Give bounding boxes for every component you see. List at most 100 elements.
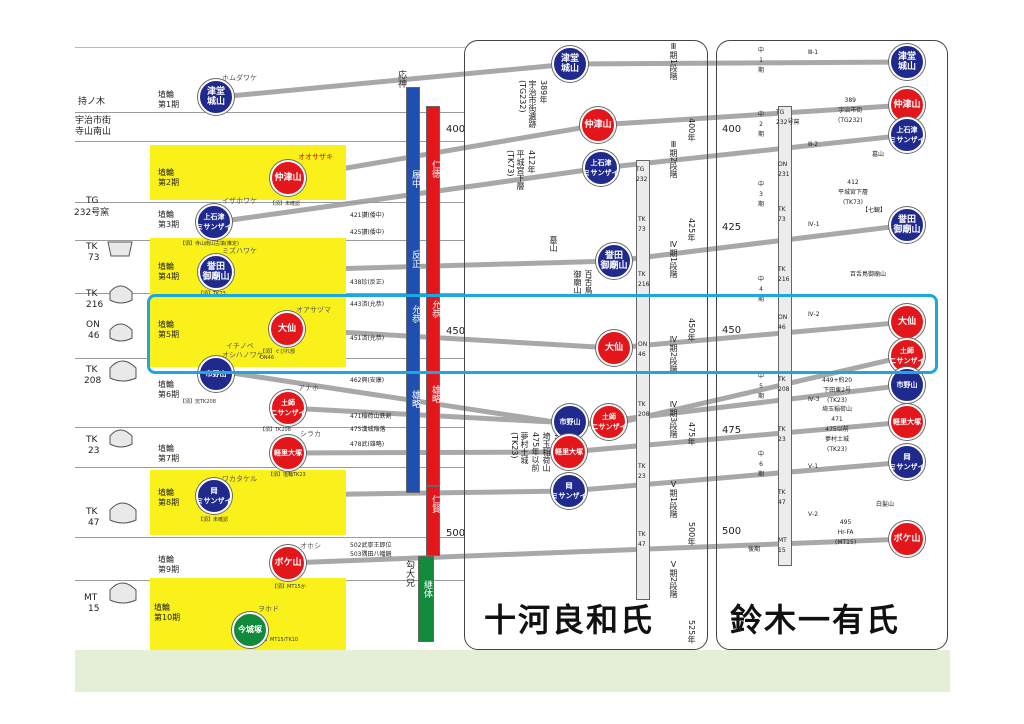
- period-band-8: [150, 470, 346, 535]
- right-axis: 400: [722, 124, 742, 135]
- king-label: 雄略: [430, 385, 440, 403]
- right-sue: TK 73: [778, 206, 786, 223]
- right-sue: TK 216: [778, 266, 790, 283]
- panel-text: 百舌鳥 御廟山: [573, 270, 593, 294]
- connector-konda-right: [611, 222, 910, 264]
- right-period: 中 1 期: [758, 47, 765, 74]
- sue-label: TK 73: [638, 216, 646, 233]
- kana-shiraka: シラカ: [300, 430, 321, 438]
- right-daisen: 大仙: [889, 304, 925, 340]
- panel-text: 389年 宇治市街遺跡 (TG232): [518, 80, 548, 128]
- period-line: [75, 537, 465, 538]
- period-label-4: 埴輪 第4期: [158, 262, 180, 281]
- mid-konda-gobyoyama: 誉田 御廟山: [596, 243, 632, 279]
- period-band-5: [150, 293, 346, 367]
- label-tk47: TK: [86, 507, 98, 517]
- king-label: 仁徳: [430, 160, 440, 178]
- right-period: 中 6 期: [758, 451, 765, 478]
- label-tk208-num: 208: [84, 376, 102, 386]
- label-mt15-num: 15: [88, 604, 100, 614]
- reign-label: 443済(允恭): [350, 301, 385, 308]
- pot-icon: [107, 241, 133, 257]
- kana-ana: アナホ: [298, 384, 319, 392]
- right-note: 449+約20 下田東2号 (TK23): [822, 377, 853, 404]
- mid-daisen: 大仙: [596, 330, 632, 366]
- right-axis: 450: [722, 325, 742, 336]
- period-line: [75, 141, 465, 142]
- note: 【須】未確認: [198, 517, 229, 523]
- king-bar-blue: [406, 87, 420, 493]
- label-tk73-num: 73: [88, 253, 100, 263]
- connector-boke-right: [285, 536, 910, 566]
- label-on46-num: 46: [88, 331, 100, 341]
- mid-kamiishizu-misanzai: 上石津 ミサンザイ: [583, 150, 619, 186]
- reign-label: 451済(允恭): [350, 335, 385, 342]
- note: 【須】埴輪TK23: [268, 472, 306, 478]
- footer-band: [75, 650, 950, 692]
- right-note: 白髪山: [876, 501, 895, 508]
- kofun-imashirozuka: 今城塚: [232, 612, 268, 648]
- right-note: 412 平城宮下層 (TK73): [838, 179, 869, 206]
- kana-wohodo: ヲホド: [258, 605, 279, 613]
- panel-text: 412年 平城宮下層 (TK73): [506, 150, 536, 190]
- connector-tsudo-mid: [216, 61, 573, 100]
- axis-year: 500: [446, 528, 466, 539]
- right-bokeyama: ボケ山: [889, 521, 925, 557]
- period-label-10: 埴輪 第10期: [154, 603, 181, 622]
- panel-sogo: [464, 40, 708, 650]
- mid-nakatsuyama: 仲津山: [580, 107, 616, 143]
- period-label-3: 埴輪 第3期: [158, 210, 180, 229]
- right-sue: MT 15: [778, 537, 787, 554]
- kana-mizuhawake: ミズハワケ: [222, 247, 257, 255]
- sue-label: ON 46: [638, 341, 648, 358]
- reign-label: 471稲荷山鉄剣: [350, 413, 392, 420]
- connector-karusato-right: [566, 419, 910, 455]
- period-line: [75, 202, 465, 203]
- kofun-oka-misanzai: 岡 ミサンザイ: [196, 478, 232, 514]
- note: 【須】窯TK208: [180, 399, 216, 405]
- panel-year: 400年: [687, 118, 696, 142]
- panel-year: 450年: [687, 318, 696, 342]
- period-line: [75, 112, 465, 113]
- kofun-tsudo-shiroyama: 津堂 城山: [198, 79, 234, 115]
- right-roman: Ⅴ-2: [808, 511, 819, 518]
- right-sue: TK 23: [778, 426, 786, 443]
- caption-suzuki: 鈴木一有氏: [730, 601, 901, 639]
- mid-tsudo-shiroyama: 津堂 城山: [552, 46, 588, 82]
- reign-label: 425讃(倭中): [350, 229, 385, 236]
- period-line: [75, 47, 465, 48]
- sue-bar: [636, 160, 650, 600]
- right-oka-misanzai: 岡 ミサンザイ: [889, 444, 925, 480]
- kofun-nakatsuyama: 仲津山: [270, 160, 306, 196]
- caption-sogo: 十河良和氏: [484, 601, 655, 639]
- kofun-ichinoyama: 市野山: [198, 356, 234, 392]
- period-label-8: 埴輪 第8期: [158, 488, 180, 507]
- reign-label: 478武(雄略): [350, 441, 385, 448]
- pot-icon: [109, 429, 133, 448]
- right-note: 389 宇治市街 (TG232): [838, 97, 863, 124]
- period-band-4: [150, 238, 346, 293]
- right-roman: Ⅳ-2: [808, 311, 820, 318]
- right-note: 墓山: [872, 151, 885, 158]
- king-label: 允恭: [430, 300, 440, 318]
- right-karusato-otsuka: 軽里大塚: [889, 404, 925, 440]
- mid-karusato-otsuka: 軽里大塚: [551, 434, 587, 470]
- label-tk216-num: 216: [86, 300, 104, 310]
- king-label: 仁賢: [430, 495, 440, 513]
- right-sue: ON 231: [778, 161, 790, 178]
- period-line: [75, 427, 465, 428]
- king-label: 継体: [422, 580, 432, 598]
- note: 【須】ぐびれ部 ON46: [260, 349, 296, 361]
- label-teramachi: 寺山南山: [75, 127, 112, 137]
- label-tk23-num: 23: [88, 446, 100, 456]
- connector-daisen-right: [611, 319, 910, 351]
- right-sue: ON 46: [778, 314, 788, 331]
- panel-phase: Ⅳ期2段階: [669, 335, 678, 374]
- panel-suzuki: [716, 40, 948, 650]
- kana-homudawake: ホムダワケ: [222, 74, 257, 82]
- kana-izahowake: イザホワケ: [222, 197, 257, 205]
- right-period: 中 2 期: [758, 111, 765, 138]
- reign-label: 462興(安康): [350, 377, 385, 384]
- pot-icon: [109, 502, 137, 524]
